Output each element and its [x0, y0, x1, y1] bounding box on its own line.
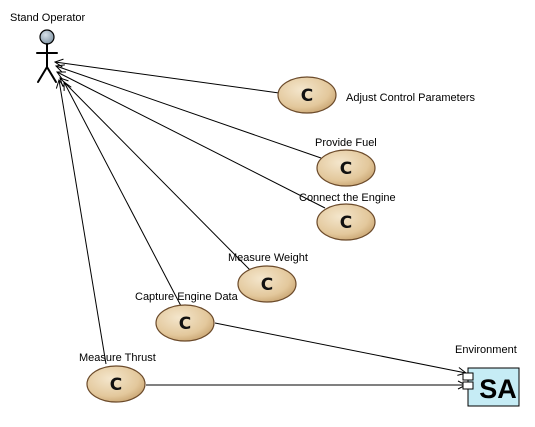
use-case-thrust[interactable]: C Measure Thrust	[79, 352, 156, 403]
use-case-c-icon: C	[179, 314, 191, 334]
actor-label: Stand Operator	[10, 12, 86, 24]
port-icon	[462, 372, 474, 381]
actor-figure-icon	[36, 43, 58, 83]
use-case-label: Connect the Engine	[299, 192, 396, 204]
edge-adjust-to-operator	[55, 62, 280, 94]
use-case-connect[interactable]: C Connect the Engine	[299, 192, 396, 241]
use-case-label: Adjust Control Parameters	[346, 92, 475, 104]
use-case-label: Measure Thrust	[79, 352, 156, 364]
edge-weight-to-operator	[60, 78, 251, 271]
use-case-capture[interactable]: C Capture Engine Data	[135, 291, 239, 342]
edge-thrust-to-operator	[59, 80, 107, 365]
system-environment[interactable]: Environment SA	[455, 344, 520, 407]
edge-connect-to-operator	[57, 72, 326, 209]
use-case-oval	[86, 365, 146, 403]
use-case-c-icon: C	[340, 213, 352, 233]
use-case-weight[interactable]: C Measure Weight	[228, 252, 308, 303]
port-icon	[462, 381, 474, 390]
use-case-oval	[155, 304, 215, 342]
use-case-oval	[316, 203, 376, 241]
system-label: Environment	[455, 344, 517, 356]
edge-capture-to-environment	[214, 322, 466, 373]
edge-capture-to-operator	[64, 82, 182, 307]
use-case-fuel[interactable]: C Provide Fuel	[315, 137, 377, 187]
use-case-adjust[interactable]: C Adjust Control Parameters	[277, 76, 475, 114]
edge-fuel-to-operator	[56, 66, 322, 159]
use-case-c-icon: C	[340, 159, 352, 179]
use-case-oval	[316, 149, 376, 187]
actor-stand-operator[interactable]: Stand Operator	[10, 12, 86, 83]
use-case-label: Capture Engine Data	[135, 291, 239, 303]
use-case-c-icon: C	[301, 86, 313, 106]
use-case-c-icon: C	[110, 375, 122, 395]
use-case-label: Provide Fuel	[315, 137, 377, 149]
use-case-oval	[277, 76, 337, 114]
use-case-oval	[237, 265, 297, 303]
associations	[55, 62, 466, 385]
actor-head-icon	[39, 29, 55, 45]
use-case-label: Measure Weight	[228, 252, 308, 264]
system-sa-icon: SA	[479, 374, 517, 404]
use-case-c-icon: C	[261, 275, 273, 295]
